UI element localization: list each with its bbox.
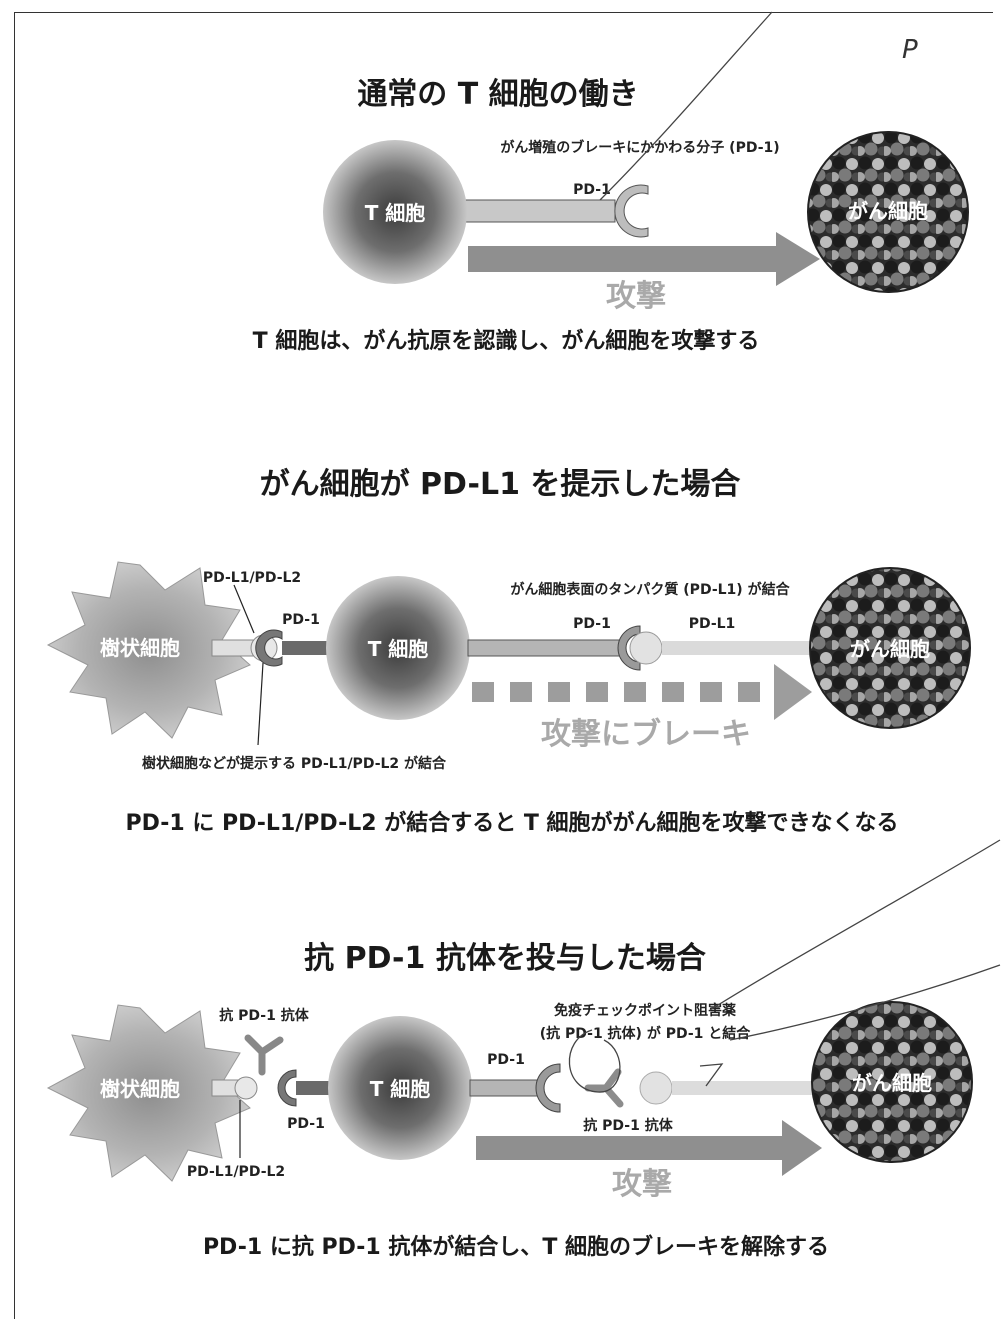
section2-pd1-right-label: PD-1 [573,616,611,632]
pen-circle [568,1029,621,1093]
section2-t-cell-label: T 細胞 [368,637,429,661]
section1-attack-label: 攻撃 [606,279,666,314]
section2-brake-label: 攻撃にブレーキ [541,717,751,752]
section2-caption: PD-1 に PD-L1/PD-L2 が結合すると T 細胞ががん細胞を攻撃でき… [125,810,898,836]
section3-connector [469,1079,541,1097]
section2-cancer-label: がん細胞 [850,637,930,661]
section1-connector [454,199,616,223]
section3-antibody-top [244,1034,284,1076]
section2-pd1-right-receptor [617,625,641,671]
section2-pdl1-stalk [662,641,822,655]
section1-caption: T 細胞は、がん抗原を認識し、がん細胞を攻撃する [253,328,760,354]
handwritten-marks [568,11,1001,1093]
section3-antibody-right-label: 抗 PD-1 抗体 [583,1117,673,1134]
section3-caption: PD-1 に抗 PD-1 抗体が結合し、T 細胞のブレーキを解除する [203,1234,829,1260]
section2-t-cell [326,576,470,720]
section2-pd1-left-receptor [255,629,283,667]
pen-mark-seven [699,1063,724,1087]
section3-attack-arrow [476,1136,788,1160]
section2-dendritic-cell [46,561,251,739]
section3-dendritic-label: 樹状細胞 [100,1077,180,1101]
section2-pd1-left-label: PD-1 [282,612,320,628]
pen-stroke-right-2 [729,964,1001,1041]
section1-cancer-cell [807,131,969,293]
section2-pdl1-ligand [629,631,663,665]
pen-stroke-right-1 [709,839,1001,1011]
section3-attack-arrowhead [782,1120,822,1176]
section2-pdl1l2-label: PD-L1/PD-L2 [203,570,301,586]
section3-t-cell [328,1016,472,1160]
section3-pdl1-ligand [639,1071,673,1105]
section3-pd1-left-label: PD-1 [287,1116,325,1132]
section1-cancer-label: がん細胞 [848,199,928,223]
section3-pd1-right-receptor [535,1063,561,1113]
section-antibody: 抗 PD-1 抗体を投与した場合 樹状細胞 抗 PD-1 抗体 PD-1 PD-… [46,941,973,1260]
section2-blocked-arrow [472,664,812,720]
section3-pd1-left-receptor [277,1069,297,1107]
section2-dendritic-note-pointer [257,662,264,746]
section2-dendritic-label: 樹状細胞 [100,636,180,660]
section1-pd1-receptor [614,184,649,238]
section1-attack-arrowhead [776,232,820,286]
section2-pd1-left-stalk [282,641,332,655]
section2-pdl1l2-pointer [233,584,255,634]
section1-pd1-label: PD-1 [573,182,611,198]
section3-t-cell-label: T 細胞 [370,1077,431,1101]
section3-pdl1l2-label: PD-L1/PD-L2 [187,1164,285,1180]
section3-cancer-cell [811,1001,973,1163]
section3-antibody-right [584,1068,624,1108]
section3-dendritic-cell [46,1004,251,1182]
section2-pdl1-label: PD-L1 [689,616,736,632]
section3-antibody-top-label: 抗 PD-1 抗体 [219,1007,309,1024]
section3-pd1-right-label: PD-1 [487,1052,525,1068]
section1-molecule-note: がん増殖のブレーキにかかわる分子 (PD-1) [500,139,779,156]
section2-cancer-cell [809,567,971,729]
section3-title: 抗 PD-1 抗体を投与した場合 [304,941,706,976]
section3-pd1-left-stalk [296,1081,336,1095]
corner-handwritten-mark: P [902,35,918,65]
section2-title: がん細胞が PD-L1 を提示した場合 [260,467,741,502]
section2-connector [467,639,621,657]
section1-t-cell-label: T 細胞 [365,201,426,225]
section-normal: 通常の T 細胞の働き がん増殖のブレーキにかかわる分子 (PD-1) PD-1… [253,77,969,354]
section3-pdl1-stalk [672,1081,822,1095]
section3-inhibitor-note-line1: 免疫チェックポイント阻害薬 [554,1002,736,1019]
section1-attack-arrow [468,246,780,272]
section2-surface-note: がん細胞表面のタンパク質 (PD-L1) が結合 [510,581,790,598]
section-pdl1: がん細胞が PD-L1 を提示した場合 樹状細胞 PD-L1/PD-L2 PD-… [46,467,971,836]
section3-attack-label: 攻撃 [612,1167,672,1202]
page-frame [14,12,993,1319]
section3-pdl1l2-ligand [234,1076,258,1100]
section2-dendritic-note: 樹状細胞などが提示する PD-L1/PD-L2 が結合 [142,755,447,772]
section3-inhibitor-note-line2: (抗 PD-1 抗体) が PD-1 と結合 [540,1025,752,1042]
section3-cancer-label: がん細胞 [852,1071,932,1095]
section1-t-cell [323,140,467,284]
pen-stroke-top [599,11,773,201]
section1-title: 通常の T 細胞の働き [357,77,638,112]
